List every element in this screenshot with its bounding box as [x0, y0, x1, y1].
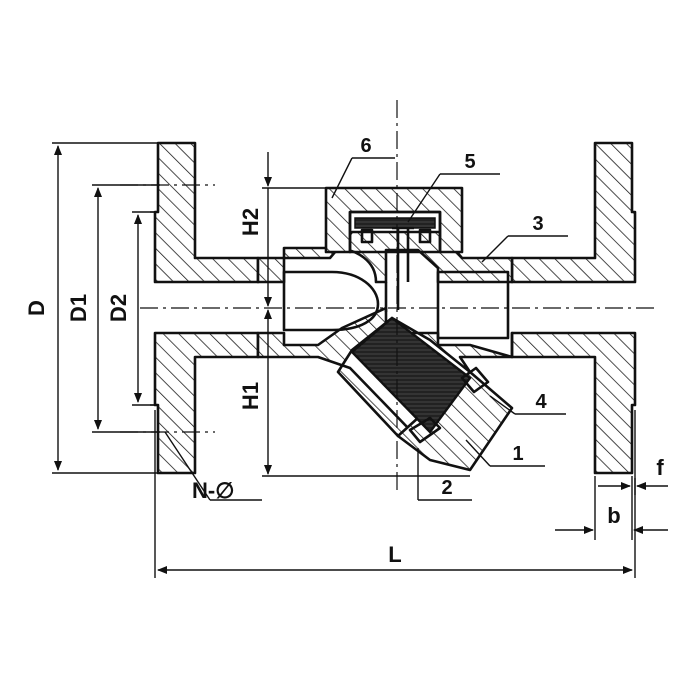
- label-L: L: [388, 542, 401, 567]
- right-flange: [510, 141, 637, 475]
- label-D: D: [24, 300, 49, 316]
- part-number-4: 4: [535, 391, 547, 413]
- label-D1: D1: [66, 294, 91, 322]
- part-number-6: 6: [360, 135, 371, 157]
- disc: [354, 217, 436, 229]
- label-H1: H1: [238, 382, 263, 410]
- part-number-1: 1: [512, 443, 523, 465]
- part-number-2: 2: [441, 477, 452, 499]
- label-N: N-∅: [192, 478, 234, 503]
- strainer-assembly: [350, 316, 514, 472]
- part-number-3: 3: [532, 213, 543, 235]
- label-f: f: [656, 455, 664, 480]
- center-lines: [120, 100, 655, 495]
- part-number-5: 5: [464, 151, 475, 173]
- dimension-text: D D1 D2 H2 H1 L b f N-∅: [24, 208, 664, 567]
- dimension-lines: [52, 142, 668, 578]
- part-number-text: 6 5 3 4 1 2: [360, 135, 547, 499]
- label-b: b: [607, 503, 620, 528]
- label-D2: D2: [106, 294, 131, 322]
- part-leaders: [331, 157, 568, 501]
- label-H2: H2: [238, 208, 263, 236]
- strainer-screen: [350, 316, 472, 434]
- bonnet-cap: [324, 186, 464, 282]
